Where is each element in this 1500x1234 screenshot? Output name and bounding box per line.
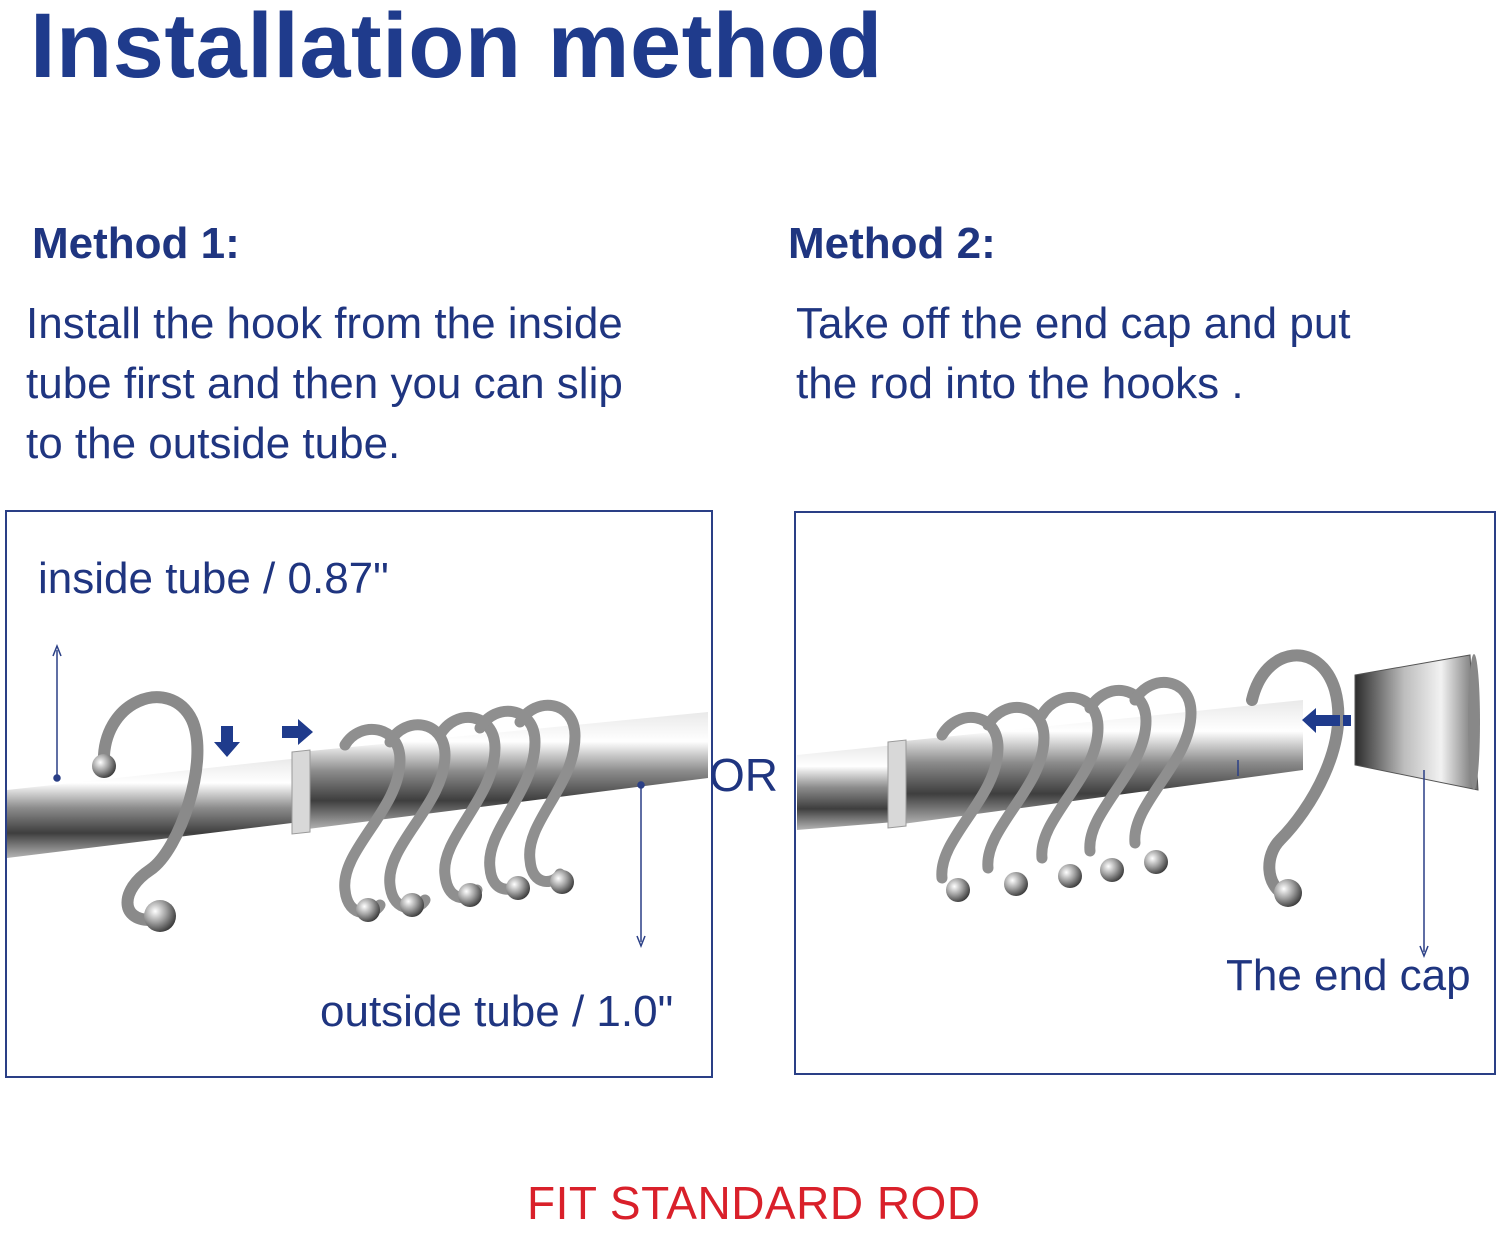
method2-dimension-lines xyxy=(1237,760,1429,959)
footer-note: FIT STANDARD ROD xyxy=(527,1177,981,1229)
method2-rod xyxy=(797,700,1303,830)
hook-ball-icon xyxy=(1274,879,1302,907)
method1-text: Install the hook from the inside tube fi… xyxy=(26,299,623,468)
inside-tube-label: inside tube / 0.87" xyxy=(38,554,389,603)
method1-hook-balls xyxy=(356,870,574,922)
method1-dimension-lines xyxy=(52,643,646,949)
arrow-right-icon xyxy=(282,719,313,745)
outside-tube-label: outside tube / 1.0" xyxy=(320,987,674,1036)
arrow-left-icon xyxy=(1302,708,1340,733)
method2-hook-group xyxy=(936,677,1197,884)
method1-direction-arrows xyxy=(214,719,313,757)
method1-single-hook xyxy=(97,691,204,926)
method1-heading: Method 1: xyxy=(32,219,240,268)
method2-heading: Method 2: xyxy=(788,219,996,268)
method2-single-hook xyxy=(1246,649,1345,901)
end-cap-icon xyxy=(1354,654,1480,791)
arrow-down-icon xyxy=(214,726,240,757)
or-separator: OR xyxy=(709,749,778,801)
page-title: Installation method xyxy=(30,0,883,97)
method2-text: Take off the end cap and put the rod int… xyxy=(796,299,1351,408)
hook-ball-icon xyxy=(144,900,176,932)
method2-hook-balls xyxy=(946,850,1168,902)
end-cap-label: The end cap xyxy=(1226,951,1471,1000)
method1-rod xyxy=(7,712,708,858)
hook-ball-icon xyxy=(92,754,116,778)
method2-direction-arrow xyxy=(1302,708,1351,733)
